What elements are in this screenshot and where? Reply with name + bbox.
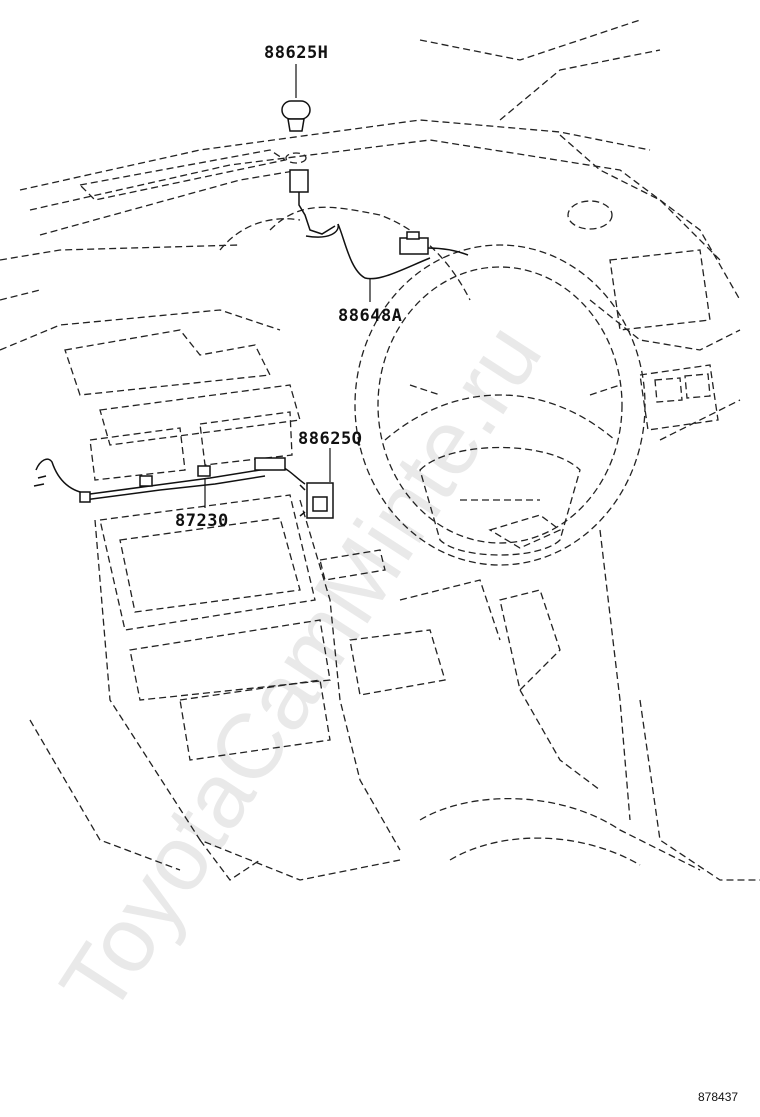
part-88648a-sensor	[305, 223, 469, 280]
steering-wheel	[354, 244, 646, 566]
label-88625q: 88625Q	[298, 429, 362, 449]
watermark-text: ToyotaCamMinte.ru	[41, 306, 561, 1031]
part-87230-harness	[33, 457, 306, 503]
part-88625h-clip	[281, 100, 336, 235]
reference-number: 878437	[698, 1090, 738, 1104]
dashboard-outline	[0, 19, 760, 881]
label-87230: 87230	[175, 511, 229, 531]
label-88648a: 88648A	[338, 306, 402, 326]
label-88625h: 88625H	[264, 43, 328, 63]
part-88625q-switch	[299, 482, 334, 519]
